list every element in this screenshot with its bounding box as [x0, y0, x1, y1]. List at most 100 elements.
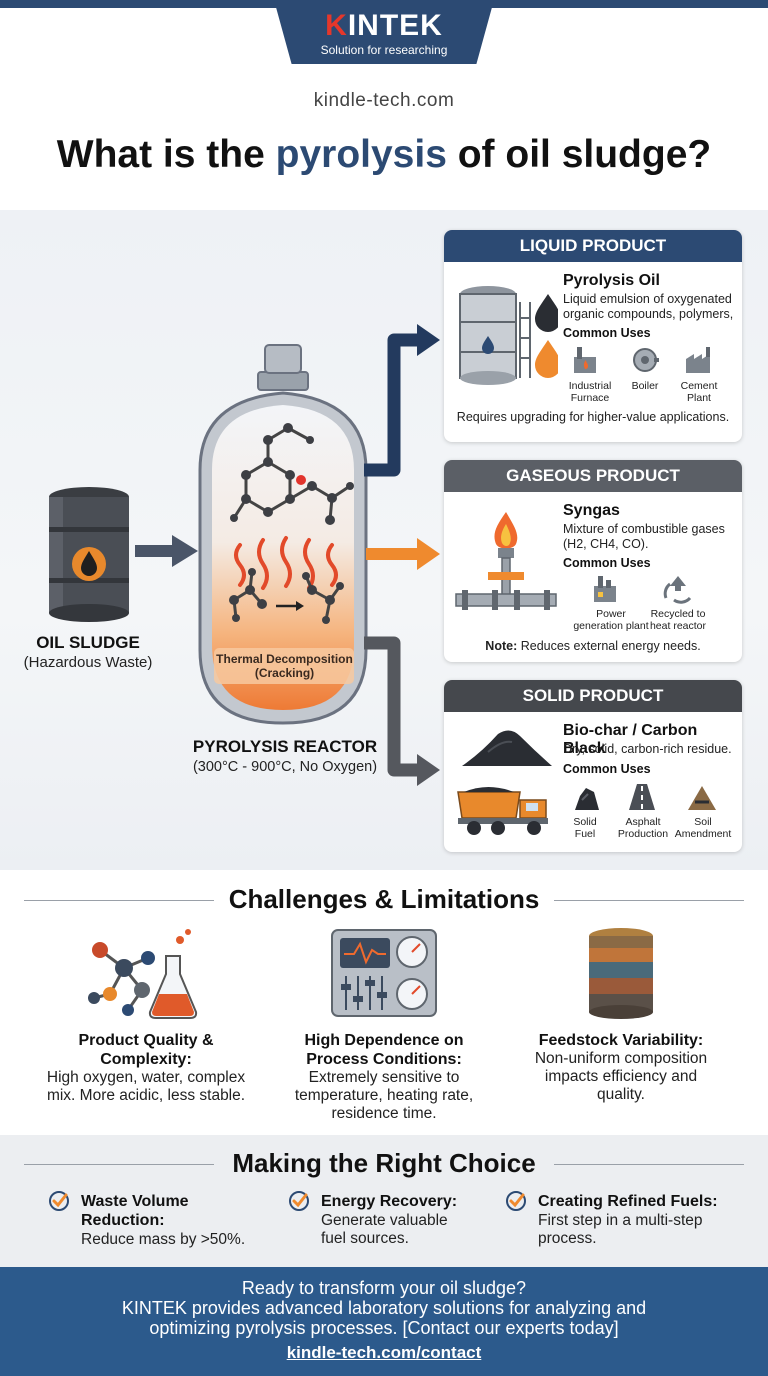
use-label-line2: Furnace	[570, 392, 610, 404]
challenge-desc-line2: temperature, heating rate,	[294, 1087, 474, 1104]
use-label-line2: Production	[617, 828, 669, 840]
liquid-product-title: Pyrolysis Oil	[563, 272, 660, 289]
gas-note-text: Reduces external energy needs.	[517, 639, 701, 653]
reactor-label: PYROLYSIS REACTOR	[192, 737, 378, 756]
gas-desc-line2: (H2, CH4, CO).	[563, 537, 649, 551]
challenge-desc-line3: quality.	[597, 1086, 645, 1103]
challenge-desc-line3: residence time.	[331, 1105, 437, 1122]
use-label-line1: Asphalt	[625, 816, 661, 828]
use-label-line1: Cement	[680, 380, 718, 392]
liquid-note: Requires upgrading for higher-value appl…	[456, 410, 730, 424]
use-label-line2: heat reactor	[649, 620, 707, 632]
gas-product-desc: Mixture of combustible gases(H2, CH4, CO…	[563, 522, 735, 552]
liquid-desc-line2: organic compounds, polymers,	[563, 307, 734, 321]
dump-truck-icon	[457, 787, 548, 835]
challenge-title-feedstock: Feedstock Variability:	[538, 1032, 704, 1049]
challenge-title-line1: Product Quality &	[78, 1032, 214, 1049]
liquid-card-header: LIQUID PRODUCT	[444, 230, 742, 262]
liquid-output-arrow-icon	[364, 333, 420, 477]
gas-pipeline-flame-icon	[455, 512, 557, 610]
use-label-line1: Solid	[573, 816, 597, 828]
challenge-desc-line1: Non-uniform composition	[534, 1050, 708, 1067]
title-post: of oil sludge?	[446, 133, 712, 176]
use-label-line2: generation plant	[573, 620, 649, 632]
oil-barrel-icon	[49, 487, 129, 622]
choice-desc-line1: First step in a multi-step	[538, 1212, 703, 1229]
choice-title-line2: Reduction:	[81, 1212, 165, 1229]
solid-product-title: Bio-char / Carbon Black	[563, 722, 698, 757]
brand-logo[interactable]: KINTEK	[274, 9, 494, 43]
site-url[interactable]: kindle-tech.com	[313, 90, 455, 111]
use-label-line2: Amendment	[674, 828, 732, 840]
use-label-line1: Power	[596, 608, 626, 620]
gas-desc-line1: Mixture of combustible gases	[563, 522, 725, 536]
solid-arrow-head-icon	[417, 754, 440, 786]
choice-title-energy: Energy Recovery:	[321, 1193, 458, 1210]
industrial-furnace-icon	[574, 347, 596, 373]
gas-uses-label: Common Uses	[563, 556, 651, 570]
oil-tank-icon	[459, 286, 558, 385]
oil-sludge-label: OIL SLUDGE	[36, 633, 140, 652]
choice-title-fuels: Creating Refined Fuels:	[538, 1193, 718, 1210]
boiler-icon	[633, 348, 659, 372]
solid-output-arrow-icon	[364, 636, 420, 777]
use-label-line2: Plant	[687, 392, 711, 404]
reactor-inner-line1: Thermal Decomposition	[216, 652, 353, 666]
challenge-title-line2: Complexity:	[100, 1051, 192, 1068]
cta-line-3[interactable]: optimizing pyrolysis processes. [Contact…	[149, 1318, 619, 1338]
control-panel-icon	[331, 929, 437, 1017]
use-label-line1: Boiler	[631, 380, 659, 392]
pyrolysis-reactor-icon	[198, 344, 368, 725]
gas-note-bold: Note:	[485, 639, 518, 653]
brand-tagline: Solution for researching	[320, 43, 448, 57]
title-pre: What is the	[56, 133, 276, 176]
footer	[0, 1267, 768, 1376]
solid-product-card: SOLID PRODUCT Bio-char / Carbon Black Dr…	[444, 680, 742, 852]
title-highlight: pyrolysis	[275, 133, 447, 176]
page-title: What is the pyrolysis of oil sludge?	[0, 133, 768, 177]
brand-logo-k: K	[325, 9, 348, 42]
use-label-line2: Fuel	[574, 828, 596, 840]
power-plant-icon	[594, 576, 616, 602]
challenge-desc-line2: mix. More acidic, less stable.	[46, 1087, 246, 1104]
cement-plant-icon	[686, 347, 710, 373]
choice-title-line1: Waste Volume	[81, 1193, 189, 1210]
check-icon	[49, 1191, 69, 1211]
brand-logo-rest: INTEK	[347, 9, 443, 42]
contact-link[interactable]: kindle-tech.com/contact	[286, 1343, 482, 1362]
molecule-flask-icon	[88, 929, 198, 1019]
check-icon	[289, 1191, 309, 1211]
challenge-desc-line1: Extremely sensitive to	[308, 1069, 460, 1086]
challenge-title-line2: Process Conditions:	[306, 1051, 462, 1068]
solid-fuel-icon	[575, 788, 599, 810]
use-label-line1: Recycled to	[650, 608, 706, 620]
reactor-inner-line2: (Cracking)	[254, 666, 315, 680]
reactor-inner-label: Thermal Decomposition(Cracking)	[212, 652, 357, 680]
oil-sludge-sublabel: (Hazardous Waste)	[23, 654, 153, 671]
liquid-desc-line1: Liquid emulsion of oxygenated	[563, 292, 732, 306]
feedstock-barrel-icon	[589, 928, 653, 1019]
recycle-icon	[663, 576, 692, 604]
asphalt-road-icon	[629, 784, 655, 810]
check-icon	[506, 1191, 526, 1211]
solid-uses-label: Common Uses	[563, 762, 651, 776]
gas-product-title: Syngas	[563, 502, 620, 519]
gas-product-card: GASEOUS PRODUCT Syngas Mixture of combus…	[444, 460, 742, 662]
logo-tab	[274, 0, 494, 64]
cta-line-1: Ready to transform your oil sludge?	[241, 1278, 527, 1298]
choice-desc-line1: Generate valuable	[321, 1212, 448, 1229]
choice-section	[0, 1135, 768, 1267]
liquid-product-card: LIQUID PRODUCT Pyrolysis Oil Liquid emul…	[444, 230, 742, 442]
